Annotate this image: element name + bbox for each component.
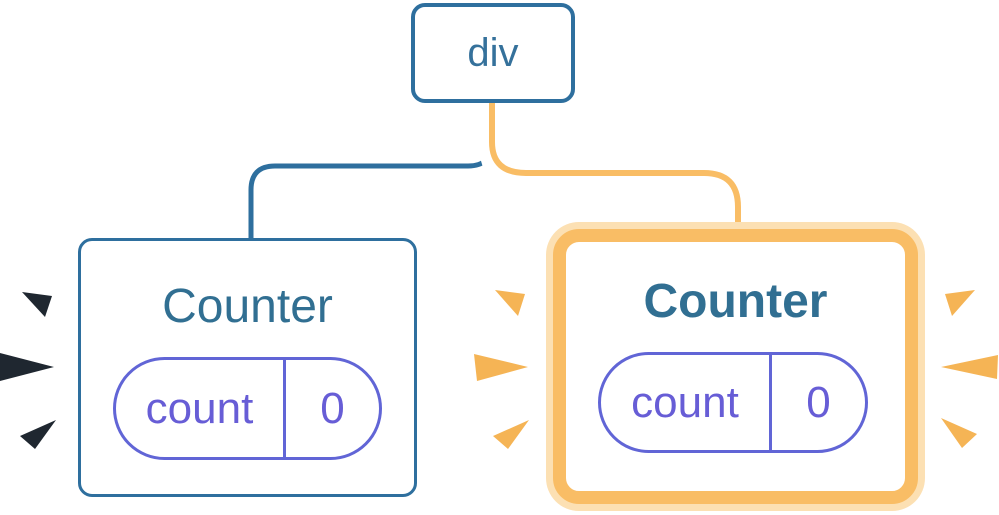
spark-orange-right-top-icon bbox=[945, 290, 975, 316]
connector-casing-right bbox=[479, 100, 753, 233]
counter-card-left: Counter count 0 bbox=[78, 238, 417, 497]
spark-dark-top-icon bbox=[22, 292, 52, 317]
state-key-right: count bbox=[601, 355, 772, 450]
state-value-left: 0 bbox=[320, 383, 345, 433]
spark-orange-left-bottom-icon bbox=[493, 420, 529, 449]
spark-orange-right-bottom-icon bbox=[941, 418, 977, 448]
root-div-label: div bbox=[467, 30, 519, 75]
root-div-node: div bbox=[411, 3, 575, 103]
connector-line-right-highlight bbox=[489, 100, 741, 233]
spark-orange-left-middle-icon bbox=[474, 354, 528, 381]
spark-orange-left-top-icon bbox=[495, 290, 525, 316]
counter-title-right: Counter bbox=[643, 275, 828, 328]
state-key-left: count bbox=[116, 360, 286, 457]
state-pill-right: count 0 bbox=[598, 352, 868, 453]
spark-orange-right-middle-icon bbox=[941, 355, 998, 379]
connector-line-left bbox=[248, 100, 495, 242]
counter-title-left: Counter bbox=[162, 280, 333, 333]
spark-dark-middle-icon bbox=[0, 353, 54, 381]
state-value-right: 0 bbox=[806, 377, 831, 427]
counter-card-right-highlighted: Counter count 0 bbox=[553, 229, 918, 504]
spark-dark-bottom-icon bbox=[20, 420, 56, 449]
state-pill-left: count 0 bbox=[113, 357, 382, 460]
